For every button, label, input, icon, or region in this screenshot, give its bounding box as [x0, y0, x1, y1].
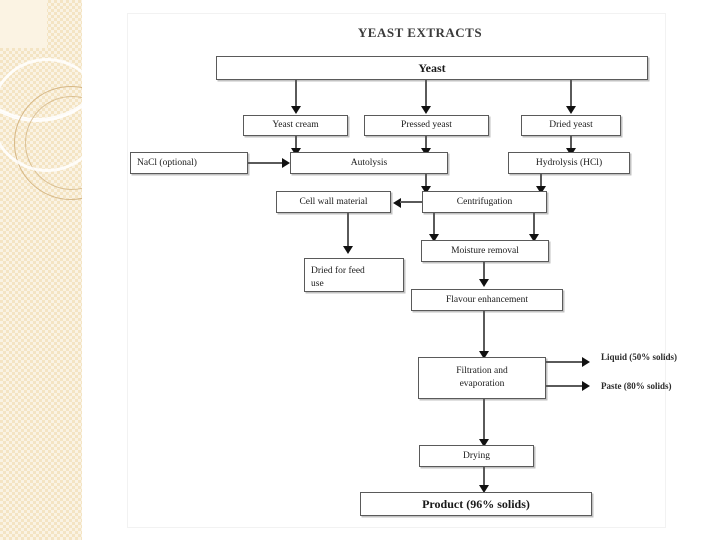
node-yeast: Yeast: [216, 56, 648, 80]
arrowhead-centrifugation-to-cell-wall-icon: [393, 198, 401, 208]
output-label-liquid: Liquid (50% solids): [601, 352, 678, 362]
connector-hydrolysis-to-centrifugation: [540, 174, 542, 188]
node-centrifugation: Centrifugation: [422, 191, 547, 213]
output-label-paste: Paste (80% solids): [601, 381, 672, 391]
arrowhead-yeast-to-dried-yeast-icon: [566, 106, 576, 114]
node-filtration-and-evaporation: Filtration and evaporation: [418, 357, 546, 399]
dried-for-feed-line-2: use: [311, 278, 324, 289]
node-cell-wall-material: Cell wall material: [276, 191, 391, 213]
connector-nacl-to-autolysis: [248, 162, 284, 164]
node-flavour-enhancement: Flavour enhancement: [411, 289, 563, 311]
connector-centrifugation-to-moisture-left: [433, 213, 435, 236]
arrowhead-filtration-to-paste-icon: [582, 381, 590, 391]
connector-moisture-to-flavour: [483, 262, 485, 281]
node-nacl-optional: NaCl (optional): [130, 152, 248, 174]
filtration-line-2: evaporation: [459, 379, 505, 389]
filtration-line-1: Filtration and: [456, 366, 508, 377]
arrowhead-cell-wall-to-dried-feed-icon: [343, 246, 353, 254]
connector-autolysis-to-centrifugation: [425, 174, 427, 188]
arrowhead-autolysis-to-centrifugation-icon: [421, 186, 431, 194]
connector-filtration-to-drying: [483, 399, 485, 443]
connector-flavour-to-filtration: [483, 311, 485, 355]
connector-centrifugation-to-moisture-right: [533, 213, 535, 236]
arrowhead-yeast-to-pressed-yeast-icon: [421, 106, 431, 114]
arrowhead-nacl-to-autolysis-icon: [282, 158, 290, 168]
arrowhead-filtration-to-liquid-icon: [582, 357, 590, 367]
node-dried-for-feed-use: Dried for feed use: [304, 258, 404, 292]
node-drying: Drying: [419, 445, 534, 467]
node-pressed-yeast: Pressed yeast: [364, 115, 489, 136]
decorative-sidebar: [0, 0, 82, 540]
arrowhead-filtration-to-drying-icon: [479, 439, 489, 447]
node-product: Product (96% solids): [360, 492, 592, 516]
node-yeast-cream: Yeast cream: [243, 115, 348, 136]
connector-yeast-to-dried-yeast: [570, 80, 572, 108]
connector-yeast-to-yeast-cream: [295, 80, 297, 108]
arrowhead-drying-to-product-icon: [479, 485, 489, 493]
decorative-arc-white-ring-icon: [0, 58, 82, 172]
connector-filtration-to-paste: [546, 385, 584, 387]
dried-for-feed-line-1: Dried for feed: [311, 265, 365, 276]
connector-cell-wall-to-dried-feed: [347, 213, 349, 248]
connector-filtration-to-liquid: [546, 361, 584, 363]
arrowhead-moisture-to-flavour-icon: [479, 279, 489, 287]
connector-dried-yeast-to-hydrolysis: [570, 136, 572, 150]
arrowhead-yeast-to-yeast-cream-icon: [291, 106, 301, 114]
node-moisture-removal: Moisture removal: [421, 240, 549, 262]
arrowhead-hydrolysis-to-centrifugation-icon: [536, 186, 546, 194]
arrowhead-centrifugation-to-moisture-left-icon: [429, 234, 439, 242]
node-dried-yeast: Dried yeast: [521, 115, 621, 136]
page-title: YEAST EXTRACTS: [357, 25, 483, 40]
connector-pressed-yeast-to-autolysis: [425, 136, 427, 150]
arrowhead-centrifugation-to-moisture-right-icon: [529, 234, 539, 242]
node-autolysis: Autolysis: [290, 152, 448, 174]
connector-drying-to-product: [483, 467, 485, 489]
connector-yeast-to-pressed-yeast: [425, 80, 427, 108]
node-hydrolysis: Hydrolysis (HCl): [508, 152, 630, 174]
connector-centrifugation-to-cell-wall: [400, 201, 422, 203]
arrowhead-flavour-to-filtration-icon: [479, 351, 489, 359]
connector-yeast-cream-to-autolysis: [295, 136, 297, 150]
